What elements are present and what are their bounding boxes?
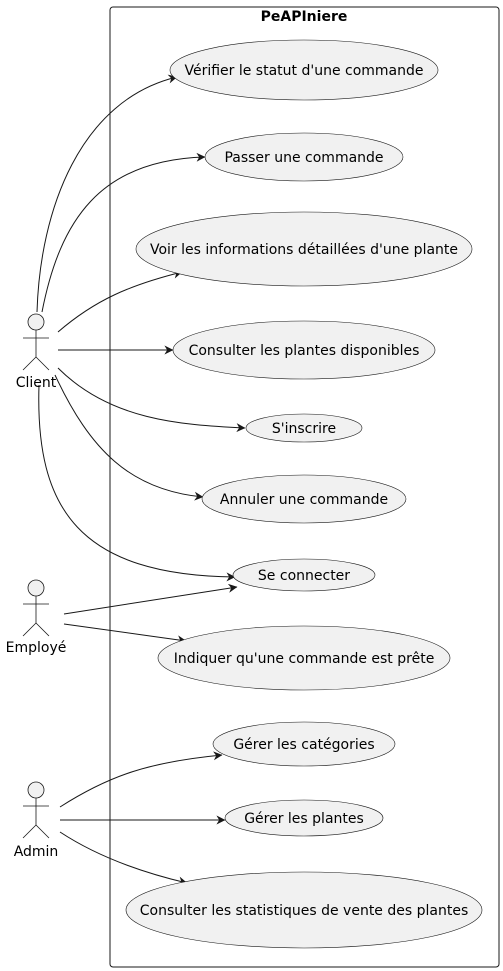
use-case-label: S'inscrire: [272, 421, 336, 437]
use-case-se-connecter[interactable]: Se connecter: [232, 558, 376, 592]
use-case-voir-infos[interactable]: Voir les informations détaillées d'une p…: [135, 211, 473, 287]
edge-admin-consulter-stats: [59, 831, 188, 886]
use-case-label: Passer une commande: [224, 150, 383, 166]
use-case-label: Vérifier le statut d'une commande: [184, 63, 423, 79]
use-case-annuler-commande[interactable]: Annuler une commande: [201, 474, 407, 524]
edge-client-annuler: [54, 374, 204, 501]
use-case-label: Gérer les catégories: [233, 737, 374, 753]
edge-client-connecter: [38, 384, 236, 582]
actor-head: [27, 579, 45, 597]
use-case-indiquer-prete[interactable]: Indiquer qu'une commande est prête: [157, 625, 451, 691]
actor-employe[interactable]: Employé: [6, 579, 67, 656]
actor-admin[interactable]: Admin: [14, 781, 59, 860]
edge-client-inscrire: [57, 367, 246, 433]
use-case-consulter-plantes[interactable]: Consulter les plantes disponibles: [172, 320, 436, 380]
use-case-label: Voir les informations détaillées d'une p…: [150, 242, 458, 258]
edge-client-verifier-statut: [36, 74, 178, 313]
edge-admin-gerer-categories: [59, 751, 223, 808]
use-case-label: Se connecter: [258, 568, 350, 584]
edge-client-passer-commande: [41, 152, 206, 313]
use-case-gerer-categories[interactable]: Gérer les catégories: [212, 721, 396, 767]
system-title: PeAPIniere: [261, 9, 348, 25]
edge-employe-connecter: [63, 583, 238, 615]
use-case-label: Consulter les statistiques de vente des …: [140, 903, 469, 919]
edge-client-voir-infos: [57, 269, 183, 333]
use-case-label: Consulter les plantes disponibles: [189, 343, 420, 359]
use-case-gerer-plantes[interactable]: Gérer les plantes: [224, 799, 384, 837]
actor-name: Admin: [14, 844, 59, 860]
use-cases: Vérifier le statut d'une commande Passer…: [125, 39, 483, 949]
use-case-label: Annuler une commande: [220, 492, 388, 508]
use-case-label: Indiquer qu'une commande est prête: [174, 651, 435, 667]
associations: [36, 74, 246, 886]
edge-employe-indiquer: [63, 623, 187, 645]
actor-name: Employé: [6, 640, 67, 656]
actor-name: Client: [16, 375, 57, 391]
actor-client[interactable]: Client: [16, 313, 57, 391]
use-case-passer-commande[interactable]: Passer une commande: [204, 132, 404, 182]
use-case-inscrire[interactable]: S'inscrire: [245, 413, 363, 443]
actor-head: [27, 781, 45, 799]
use-case-consulter-stats[interactable]: Consulter les statistiques de vente des …: [125, 871, 483, 949]
actor-head: [27, 313, 45, 331]
use-case-verifier-statut[interactable]: Vérifier le statut d'une commande: [169, 39, 439, 101]
use-case-label: Gérer les plantes: [244, 811, 364, 827]
